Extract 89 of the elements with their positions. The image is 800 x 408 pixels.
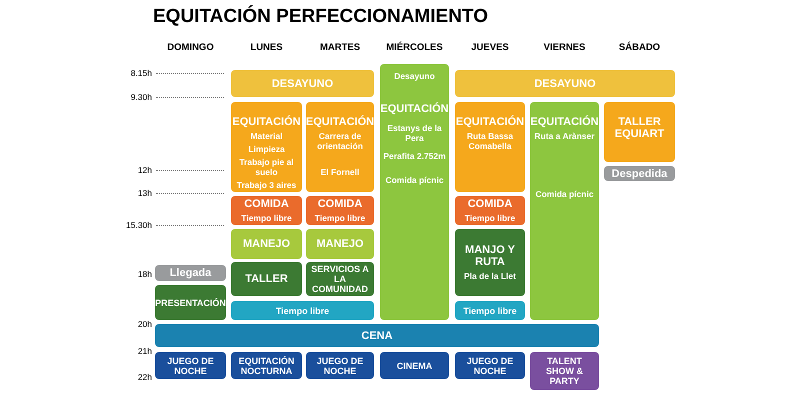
activity-detail: Estanys de la Pera (386, 123, 443, 143)
activity-detail: Limpieza (248, 144, 285, 154)
activity-block (380, 352, 449, 379)
time-label: 20h (136, 319, 152, 329)
activity-title: EQUITACIÓN (456, 116, 524, 128)
activity-detail: Ruta a Arànser (534, 131, 595, 141)
activity-detail: Carrera de orientación (316, 131, 364, 151)
activity-block (155, 324, 599, 347)
activity-block (231, 352, 302, 379)
activity-block (231, 301, 374, 320)
time-label: 8.15h (130, 68, 152, 78)
title: EQUITACIÓN PERFECCIONAMIENTO (153, 6, 488, 28)
activity-title: CENA (361, 330, 393, 342)
activity-title: COMIDA (244, 198, 289, 210)
activity-block (306, 196, 374, 225)
activity-detail: Trabajo pie al suelo (238, 157, 295, 177)
activity-detail: Tiempo libre (463, 306, 517, 316)
time-label: 12h (136, 165, 152, 175)
activity-block (455, 102, 525, 192)
activity-block (306, 352, 374, 379)
activity-detail: Tiempo libre (464, 213, 516, 223)
activity-detail: Trabajo 3 aires (236, 180, 296, 190)
activity-block (530, 102, 599, 320)
activity-title: TALLER (245, 273, 288, 285)
activity-block (455, 229, 525, 296)
activity-block (604, 102, 675, 162)
time-label: 18h (136, 269, 152, 279)
activity-block (231, 229, 302, 259)
time-label: 9.30h (130, 92, 152, 102)
activity-detail: Tiempo libre (276, 306, 330, 316)
activity-title: TALLER EQUIART (614, 116, 666, 140)
activity-title: COMIDA (468, 198, 512, 210)
activity-title: EQUITACIÓN (306, 116, 374, 128)
activity-block (455, 352, 525, 379)
activity-block (530, 352, 599, 390)
activity-detail: Perafita 2.752m (383, 151, 446, 161)
activity-detail: Comida pícnic (535, 189, 594, 199)
activity-title: DESAYUNO (272, 78, 334, 90)
activity-title: MANJO Y RUTA (464, 244, 516, 268)
activity-block (155, 285, 226, 320)
activity-block (306, 229, 374, 259)
day-header: JUEVES (470, 42, 510, 53)
activity-detail: Tiempo libre (314, 213, 366, 223)
activity-block (455, 70, 675, 97)
activity-detail: Material (250, 131, 283, 141)
activity-block (604, 166, 675, 181)
activity-block (231, 262, 302, 296)
activity-block (155, 265, 226, 281)
activity-detail: JUEGO DE NOCHE (466, 356, 514, 376)
activity-detail: Ruta Bassa Comabella (466, 131, 514, 151)
activity-block (455, 196, 525, 225)
activity-block (380, 64, 449, 320)
activity-detail: TALENT SHOW & PARTY (545, 356, 584, 386)
activity-block (231, 70, 374, 97)
activity-block (455, 301, 525, 320)
activity-detail: Tiempo libre (241, 213, 292, 223)
time-label: 21h (136, 346, 152, 356)
activity-title: DESAYUNO (534, 78, 596, 90)
activity-title: EQUITACIÓN (232, 116, 301, 128)
time-label: 13h (136, 188, 152, 198)
activity-detail: JUEGO DE NOCHE (166, 356, 215, 376)
time-label: 15.30h (125, 220, 152, 230)
day-header: DOMINGO (166, 42, 215, 53)
day-header: MARTES (318, 42, 362, 53)
day-header: VIERNES (542, 42, 586, 53)
activity-block (306, 102, 374, 192)
activity-detail: JUEGO DE NOCHE (316, 356, 364, 376)
activity-title: Despedida (612, 168, 668, 180)
activity-block (231, 196, 302, 225)
activity-detail: SERVICIOS A LA COMUNIDAD (310, 264, 370, 294)
activity-title: MANEJO (316, 238, 364, 250)
activity-detail: PRESENTACIÓN (155, 298, 226, 308)
activity-title: MANEJO (242, 238, 290, 250)
activity-detail: Pla de la Llet (464, 271, 516, 281)
activity-title: EQUITACIÓN (530, 116, 599, 128)
activity-title: EQUITACIÓN (380, 103, 449, 115)
activity-detail: CINEMA (396, 360, 432, 370)
day-header: SÁBADO (618, 42, 662, 53)
activity-title: COMIDA (318, 198, 362, 210)
activity-detail: EQUITACIÓN NOCTURNA (238, 356, 296, 376)
time-label: 22h (136, 372, 152, 382)
activity-title: Llegada (170, 267, 212, 279)
activity-detail: El Fornell (320, 167, 360, 177)
activity-block (231, 102, 302, 192)
activity-detail: Desayuno (394, 71, 435, 81)
day-header: LUNES (249, 42, 284, 53)
activity-block (155, 352, 226, 379)
activity-detail: Comida pícnic (385, 175, 444, 185)
day-header: MIÉRCOLES (385, 42, 444, 53)
